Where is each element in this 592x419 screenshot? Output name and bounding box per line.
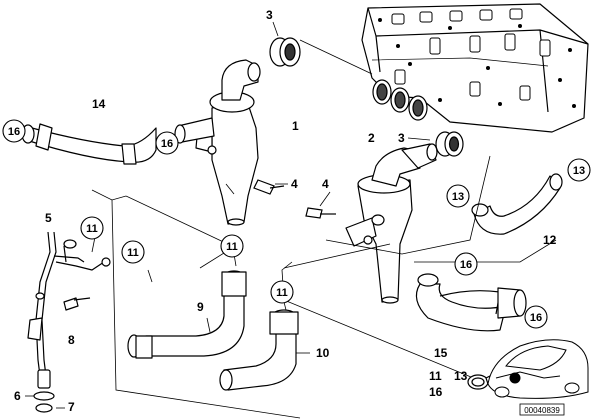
- location-marker-icon: [509, 372, 521, 384]
- intake-manifold-icon: [361, 3, 589, 133]
- dipstick-icon: [27, 231, 111, 413]
- callout-16c: 16: [454, 252, 478, 276]
- part-label-7: 7: [68, 400, 75, 414]
- callout-11c: 11: [220, 234, 244, 258]
- callout-11d: 11: [270, 280, 294, 304]
- part-label-4a: 4: [291, 177, 298, 191]
- svg-text:13: 13: [452, 191, 464, 203]
- kit-legend-row1-a: 11: [429, 369, 442, 383]
- part-label-9: 9: [197, 300, 204, 314]
- kit-legend-row2: 16: [429, 385, 443, 399]
- callout-13b: 13: [567, 158, 591, 182]
- svg-text:16: 16: [161, 138, 173, 150]
- svg-text:16: 16: [8, 126, 20, 138]
- part-label-14: 14: [92, 97, 106, 111]
- part-label-5: 5: [45, 211, 52, 225]
- callout-16a: 16: [2, 119, 26, 143]
- svg-text:11: 11: [276, 287, 288, 299]
- screw-icon: [253, 179, 336, 219]
- svg-text:16: 16: [530, 312, 542, 324]
- callout-16d: 16: [524, 305, 548, 329]
- svg-text:11: 11: [86, 223, 98, 235]
- svg-text:11: 11: [226, 241, 238, 253]
- leader-lines: [91, 39, 561, 419]
- part-label-4b: 4: [322, 177, 329, 191]
- callout-11a: 11: [80, 216, 104, 240]
- part-label-8: 8: [68, 333, 75, 347]
- label-ticks: [25, 21, 431, 409]
- kit-legend-row1-b: 13: [454, 369, 468, 383]
- part-label-15: 15: [434, 346, 448, 360]
- svg-text:16: 16: [460, 259, 472, 271]
- part-label-10: 10: [316, 346, 330, 360]
- cyclone-separator-icon: [174, 59, 261, 226]
- part-label-3a: 3: [266, 8, 273, 22]
- callout-16b: 16: [155, 131, 179, 155]
- hose-icon: [21, 123, 563, 391]
- svg-text:13: 13: [573, 165, 585, 177]
- reference-id: 00040839: [519, 403, 565, 416]
- grommet-icon: [269, 37, 464, 157]
- svg-text:11: 11: [127, 247, 139, 259]
- kit-legend: 11 13 16: [429, 369, 497, 399]
- part-label-12: 12: [543, 233, 557, 247]
- part-label-1: 1: [292, 119, 299, 133]
- callout-13a: 13: [446, 184, 470, 208]
- callout-11b: 11: [121, 240, 145, 264]
- cyclone-separator-icon: [345, 143, 438, 304]
- reference-id-text: 00040839: [524, 406, 560, 415]
- part-label-2: 2: [368, 131, 375, 145]
- car-thumbnail-icon: [487, 339, 589, 399]
- part-label-3b: 3: [398, 131, 405, 145]
- part-label-6: 6: [14, 389, 21, 403]
